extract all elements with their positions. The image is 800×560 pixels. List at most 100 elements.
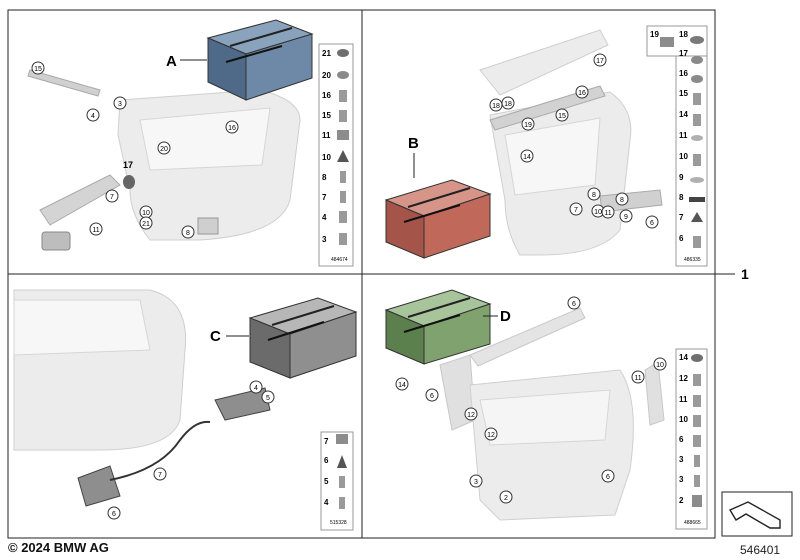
right-trim-strip	[644, 361, 665, 426]
callouts-d: 6 10 11 14 6 12 12 3 2 6	[395, 296, 667, 504]
legend-number: 6	[679, 435, 684, 444]
legend-number: 20	[322, 71, 331, 80]
callout: 15	[558, 113, 566, 120]
legend-number: 10	[322, 153, 331, 162]
callout: 8	[620, 197, 624, 204]
rear-window-opening-c	[13, 299, 151, 356]
callout: 15	[34, 66, 42, 73]
legend-number: 14	[679, 353, 688, 362]
legend-a: 21 20 16 15 11 10 8 7 4 3	[322, 49, 349, 245]
drive-unit	[77, 465, 121, 507]
callouts-c: 4 5 7 6	[107, 380, 275, 520]
callout: 16	[228, 125, 236, 132]
callouts-b: 17 16 18 18 15 19 14 8 7 10 11 8 9 6	[489, 53, 659, 229]
footer-copyright: © 2024 BMW AG	[8, 540, 109, 555]
legend-number: 4	[324, 498, 329, 507]
callout: 12	[467, 412, 475, 419]
legend-number: 17	[679, 49, 688, 58]
legend-number: 11	[679, 395, 688, 404]
assembly-index: 1	[741, 266, 749, 282]
legend-number: 10	[679, 152, 688, 161]
legend-number: 21	[322, 49, 331, 58]
callout: 8	[186, 230, 190, 237]
quadrant-a: A 15 3 4 16 20 17 7 10 21 11 8 21 20 16 …	[27, 19, 354, 267]
callout: 4	[254, 385, 258, 392]
actuator-unit	[41, 231, 71, 251]
rear-window-opening	[139, 107, 271, 171]
callout: 18	[492, 103, 500, 110]
legend-number: 3	[679, 455, 684, 464]
legend-number: 2	[679, 496, 684, 505]
legend-number: 19	[650, 30, 659, 39]
legend-number: 7	[679, 213, 684, 222]
callout: 6	[430, 393, 434, 400]
callout: 21	[142, 221, 150, 228]
spoiler-silhouette	[479, 29, 609, 96]
latch-bracket	[39, 174, 121, 226]
kit-label-d: D	[500, 308, 511, 325]
callout: 7	[110, 194, 114, 201]
quadrant-c: C 4 5 7 6 7 6 5 4 515328	[13, 289, 358, 531]
legend-panel-c	[320, 431, 354, 531]
sheet-number-b: 486335	[684, 257, 701, 263]
callout: 7	[574, 207, 578, 214]
callout: 4	[91, 113, 95, 120]
legend-panel-b	[675, 55, 708, 267]
view-direction-icon	[728, 501, 781, 529]
quadrant-d: D 6 10 11 14 6 12 12 3 2 6 14 12 11 10 6…	[384, 289, 708, 530]
legend-number: 14	[679, 110, 688, 119]
callout: 17	[596, 58, 604, 65]
callout: 10	[594, 209, 602, 216]
callout: 20	[160, 146, 168, 153]
callout: 6	[650, 220, 654, 227]
legend-number: 15	[679, 89, 688, 98]
callout: 6	[572, 301, 576, 308]
callout: 5	[266, 395, 270, 402]
kit-label-a: A	[166, 53, 177, 70]
callout: 11	[92, 227, 99, 234]
sheet-number-c: 515328	[330, 520, 347, 526]
legend-number: 4	[322, 213, 327, 222]
callout: 17	[123, 160, 133, 170]
document-number: 546401	[740, 543, 781, 557]
callout: 10	[656, 362, 664, 369]
sheet-number-d: 488665	[684, 520, 701, 526]
legend-number: 5	[324, 477, 329, 486]
callout: 14	[398, 382, 406, 389]
callout: 2	[504, 495, 508, 502]
kit-box-a	[206, 19, 314, 101]
rear-window-opening-b	[504, 117, 601, 196]
legend-number: 15	[322, 111, 331, 120]
callouts-a: 15 3 4 16 20 17 7 10 21 11 8	[31, 61, 239, 239]
legend-d: 14 12 11 10 6 3 3 2	[679, 353, 703, 507]
callout: 3	[474, 479, 478, 486]
callout: 12	[487, 432, 495, 439]
callout: 18	[504, 101, 512, 108]
kit-label-b: B	[408, 135, 419, 152]
callout: 9	[624, 214, 628, 221]
kit-box-b	[384, 179, 492, 259]
legend-number: 7	[322, 193, 327, 202]
callout: 3	[118, 101, 122, 108]
callout: 11	[604, 210, 611, 217]
legend-number: 3	[322, 235, 327, 244]
legend-c: 7 6 5 4	[324, 434, 348, 509]
upper-trim-panel	[469, 307, 586, 367]
callout: 7	[158, 472, 162, 479]
callout: 6	[112, 511, 116, 518]
bowden-cable	[109, 420, 211, 481]
quadrant-b: B 17 16 18 18 15 19 14 8 7 10 11 8 9 6 1…	[384, 25, 708, 267]
sheet-number-a: 484674	[331, 257, 348, 263]
legend-number: 11	[322, 131, 331, 140]
lock-actuator	[214, 387, 271, 421]
legend-number: 12	[679, 374, 688, 383]
legend-number: 7	[324, 437, 329, 446]
legend-number: 6	[324, 456, 329, 465]
callout: 6	[606, 474, 610, 481]
legend-number: 8	[322, 173, 327, 182]
legend-b: 17 16 15 14 11 10 9 8 7 6	[679, 49, 705, 248]
callout: 8	[592, 192, 596, 199]
legend-number: 3	[679, 475, 684, 484]
legend-number: 18	[679, 30, 688, 39]
legend-number: 9	[679, 173, 684, 182]
